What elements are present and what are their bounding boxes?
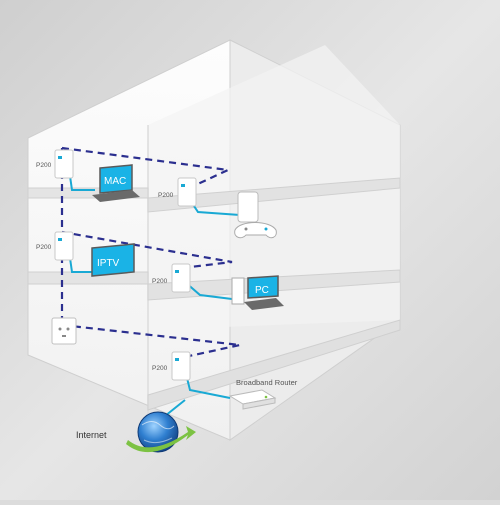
cable-mac (69, 175, 95, 191)
adapter-floor2-right (171, 263, 191, 293)
internet-label: Internet (76, 430, 107, 440)
adapter-label-ground: P200 (152, 365, 168, 372)
pc-setup: PC (231, 275, 284, 310)
adapter-floor3-right (177, 177, 197, 207)
console-unit (237, 191, 259, 223)
pc-label: PC (255, 285, 269, 296)
adapters (51, 149, 197, 381)
floor-slab-2-left (27, 271, 149, 285)
iptv-label: IPTV (97, 258, 120, 269)
adapter-labels: P200 P200 P200 P200 P200 (36, 162, 174, 372)
pc-keyboard (244, 298, 284, 310)
iptv-display (91, 243, 135, 277)
adapter-label-floor2-right: P200 (152, 278, 168, 285)
adapter-label-floor3-right: P200 (158, 192, 174, 199)
globe-icon (137, 411, 179, 453)
adapter-ground (171, 351, 191, 381)
iptv-screen: IPTV (91, 243, 135, 277)
adapter-floor3-left (54, 149, 74, 179)
internet-globe (126, 411, 196, 453)
cable-iptv (69, 257, 100, 273)
wall-socket (51, 317, 77, 345)
adapter-floor2-left (54, 231, 74, 261)
mac-label: MAC (104, 176, 126, 187)
internet-arrow-icon (126, 426, 196, 453)
router-label: Broadband Router (236, 378, 298, 387)
ground-slab (147, 319, 401, 411)
game-console (234, 191, 277, 239)
broadband-router (228, 389, 277, 410)
floor-slab-1-right (147, 177, 401, 213)
adapter-label-floor3-left: P200 (36, 162, 52, 169)
mac-laptop: MAC (92, 164, 140, 202)
pc-tower (231, 277, 245, 305)
powerline-middle (61, 230, 233, 270)
console-controller (234, 222, 277, 239)
powerline-bottom (61, 323, 241, 360)
adapter-label-floor2-left: P200 (36, 244, 52, 251)
mac-keyboard (92, 190, 140, 202)
pc-monitor (247, 275, 279, 299)
